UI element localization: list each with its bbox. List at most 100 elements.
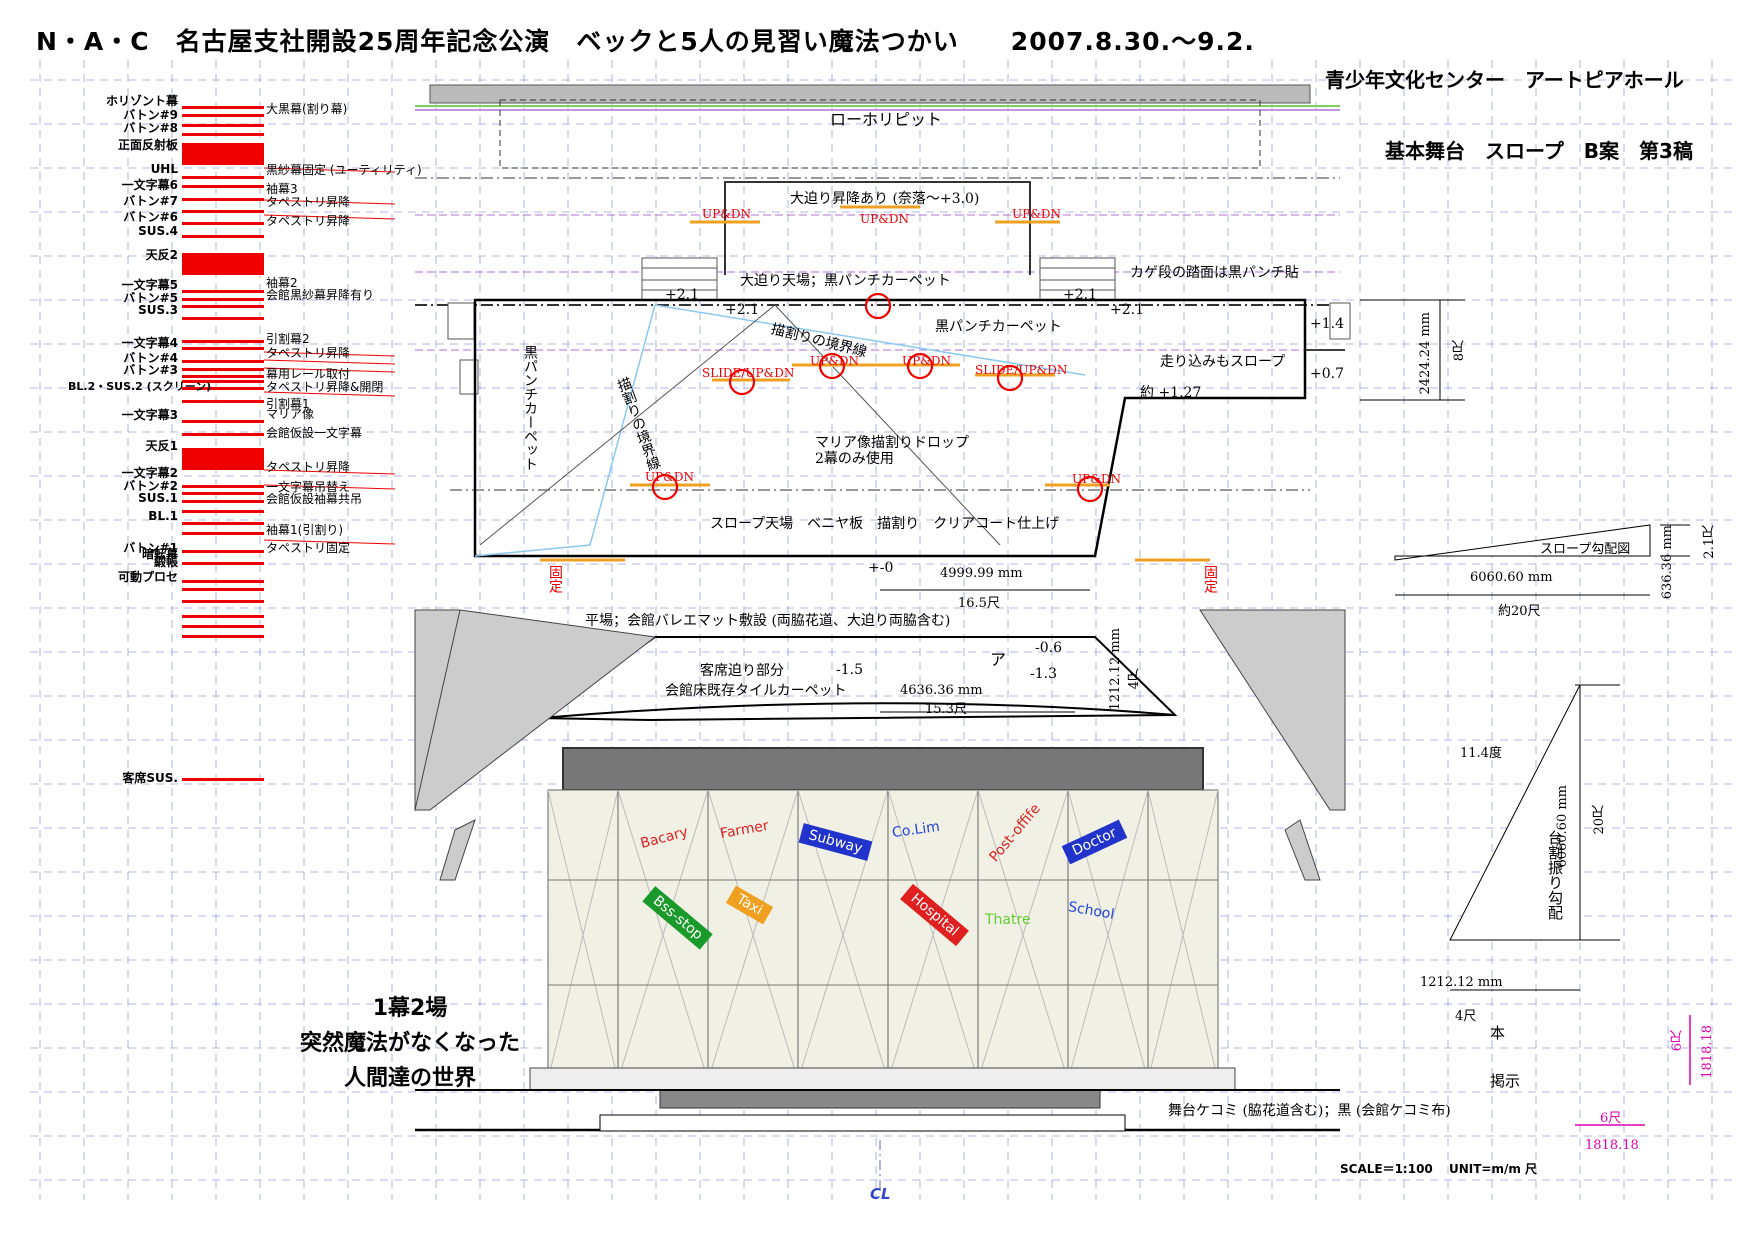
rigging-label: バトン#1	[123, 541, 178, 555]
dim-aud-depth: 1212.12 mm	[1108, 628, 1123, 711]
rigging-label: バトン#8	[123, 121, 178, 135]
rigging-note: タペストリ固定	[266, 541, 351, 555]
height-label: +2.1	[725, 302, 759, 318]
kekomi-label: 舞台ケコミ (脇花道含む)；黒 (会館ケコミ布)	[1168, 1103, 1451, 1119]
rigging-label: バトン#2	[123, 479, 178, 493]
scene-desc-2: 人間達の世界	[343, 1066, 476, 1091]
rigging-bar	[182, 210, 264, 213]
rigging-bar	[182, 615, 264, 618]
updn-label: UP&DN	[810, 354, 859, 368]
height-label: +-0	[868, 560, 894, 576]
rigging-bar	[182, 522, 264, 525]
fixed-label-left: 固定	[547, 565, 563, 593]
rake-label: 台割振り勾配	[1546, 830, 1564, 920]
town-sign: Thatre	[985, 912, 1031, 928]
rigging-bar	[182, 176, 264, 179]
rigging-bar	[182, 550, 264, 553]
rigging-note: 会館仮設袖幕共吊	[266, 492, 363, 506]
slide-label: SLIDE/UP&DN	[702, 366, 795, 380]
height-label: -1.5	[836, 662, 863, 678]
lift-top-label: 大迫り天場；黒パンチカーペット	[740, 273, 951, 289]
updn-label: UP&DN	[1012, 207, 1061, 221]
dim-aud-width: 4636.36 mm	[900, 683, 983, 698]
rigging-label: 暗転幕	[141, 547, 178, 561]
rigging-label: BL.2・SUS.2 (スクリーン)	[68, 380, 212, 393]
low-pit-label: ローホリピット	[830, 110, 943, 129]
rigging-label: 天反2	[145, 248, 178, 262]
rigging-note: タペストリ昇降&開閉	[266, 380, 384, 394]
area-a-label: ア	[990, 650, 1007, 669]
rigging-note: タペストリ昇降	[266, 195, 351, 209]
rigging-label: バトン#9	[123, 108, 178, 122]
rigging-note: 一文字幕吊替え	[266, 480, 351, 494]
rigging-note: 袖幕1(引割り)	[266, 523, 343, 537]
rigging-label: UHL	[150, 162, 178, 176]
runway-label: 走り込みもスロープ	[1160, 354, 1286, 370]
set-header-beam	[562, 747, 1204, 791]
rigging-label: バトン#5	[123, 291, 178, 305]
rigging-bar	[182, 485, 264, 488]
rigging-bar	[182, 448, 264, 470]
rigging-bar	[182, 380, 264, 383]
scene-desc-1: 突然魔法がなくなった	[299, 1031, 520, 1056]
legend-kei: 掲示	[1490, 1072, 1521, 1090]
updn-label: UP&DN	[860, 212, 909, 226]
height-label: +2.1	[1110, 302, 1144, 318]
rigging-bar	[182, 198, 264, 201]
height-label: -1.3	[1030, 666, 1057, 682]
plan-name: 基本舞台 スロープ B案 第3稿	[1385, 139, 1693, 163]
rigging-bar	[182, 625, 264, 628]
rigging-bar	[182, 253, 264, 275]
rigging-label: 客席SUS.	[122, 771, 178, 785]
rigging-note: タペストリ昇降	[266, 460, 351, 474]
rigging-label: 一文字幕5	[121, 278, 178, 292]
kage-label: カゲ段の踏面は黒パンチ貼	[1130, 265, 1299, 281]
rigging-note: タペストリ昇降	[266, 214, 351, 228]
rigging-label: SUS.3	[138, 303, 178, 317]
rigging-bar	[182, 143, 264, 165]
audience-label-2: 会館床既存タイルカーペット	[665, 683, 847, 699]
rigging-bar	[182, 124, 264, 127]
rigging-bar	[182, 360, 264, 363]
rigging-note: 袖幕3	[266, 182, 298, 196]
legend-six-mm-horizontal: 1818.18	[1585, 1138, 1639, 1153]
maria-label-2: 2幕のみ使用	[815, 451, 894, 467]
dim-depth-shaku: 8尺	[1452, 340, 1467, 362]
dim-slope-length-shaku: 約20尺	[1498, 604, 1541, 619]
big-lift-label: 大迫り昇降あり (奈落〜+3.0)	[790, 191, 980, 207]
height-label: -0.6	[1035, 640, 1062, 656]
slope-diagram-title: スロープ勾配図	[1540, 542, 1631, 557]
dim-width-shaku: 16.5尺	[958, 596, 1000, 611]
rigging-bar	[182, 387, 264, 390]
dim-slope-height-shaku: 2.1尺	[1702, 525, 1717, 559]
rigging-bar	[182, 368, 264, 371]
height-label: +2.1	[1063, 287, 1097, 303]
slope-top-label: スロープ天場 ベニヤ板 描割り クリアコート仕上げ	[710, 516, 1060, 532]
height-label: +0.7	[1310, 366, 1344, 382]
updn-label: UP&DN	[1072, 472, 1121, 486]
dim-rake-width: 1212.12 mm	[1420, 975, 1503, 990]
rigging-label: SUS.1	[138, 491, 178, 505]
approx-label: 約 +1.27	[1140, 385, 1202, 401]
rigging-note: 引割幕2	[266, 332, 310, 346]
scene-number: 1幕2場	[372, 996, 448, 1021]
updn-label: UP&DN	[702, 207, 751, 221]
slide-label: SLIDE/UP&DN	[975, 363, 1068, 377]
angle-label: 11.4度	[1460, 746, 1502, 761]
rigging-note: マリア像	[266, 407, 315, 421]
rigging-label: 正面反射板	[117, 138, 178, 152]
dim-aud-depth-shaku: 4尺	[1127, 668, 1142, 690]
rigging-bar	[182, 562, 264, 565]
floor-label: 平場；会館バレエマット敷設 (両脇花道、大迫り両脇含む)	[585, 613, 951, 629]
rigging-bar	[182, 500, 264, 503]
rigging-bar	[182, 133, 264, 136]
rigging-bar	[182, 532, 264, 535]
rigging-bar	[182, 420, 264, 423]
venue-name: 青少年文化センター アートピアホール	[1325, 68, 1684, 92]
rigging-label: SUS.4	[138, 224, 178, 238]
rigging-note: 黒紗幕固定 (ユーティリティ)	[266, 163, 422, 177]
rigging-bar	[182, 235, 264, 238]
height-label: +1.4	[1310, 316, 1344, 332]
rigging-label: 緞帳	[153, 555, 178, 569]
